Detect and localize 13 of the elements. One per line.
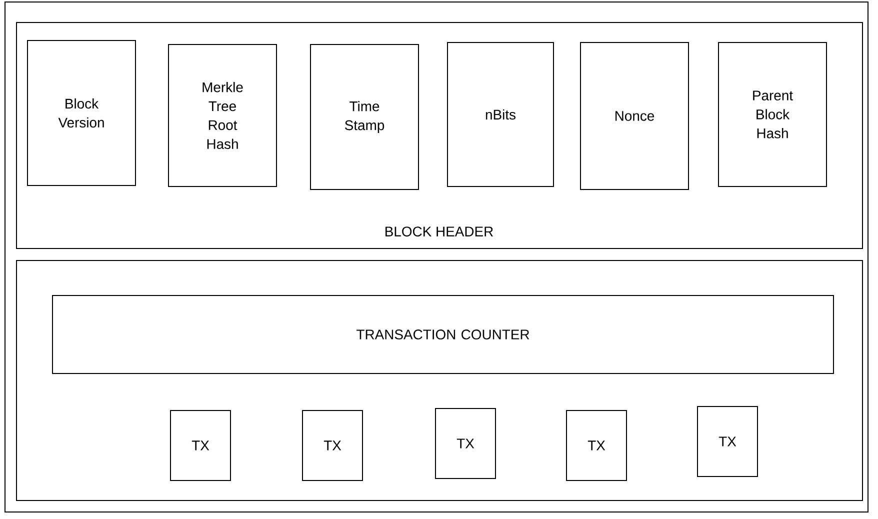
counter-box: TRANSACTION COUNTER — [52, 294, 834, 374]
field-box: Nonce — [580, 42, 689, 190]
field-box: TX — [435, 408, 496, 479]
field-box: nBits — [447, 42, 554, 187]
field-box: Time Stamp — [310, 44, 419, 190]
field-box: TX — [302, 410, 363, 481]
field-box: TX — [697, 406, 758, 477]
field-box: TX — [170, 410, 231, 481]
field-box: Merkle Tree Root Hash — [168, 44, 277, 187]
panel — [16, 260, 863, 501]
field-box: Parent Block Hash — [718, 42, 827, 187]
field-box: Block Version — [27, 40, 136, 186]
field-box: TX — [566, 410, 627, 481]
